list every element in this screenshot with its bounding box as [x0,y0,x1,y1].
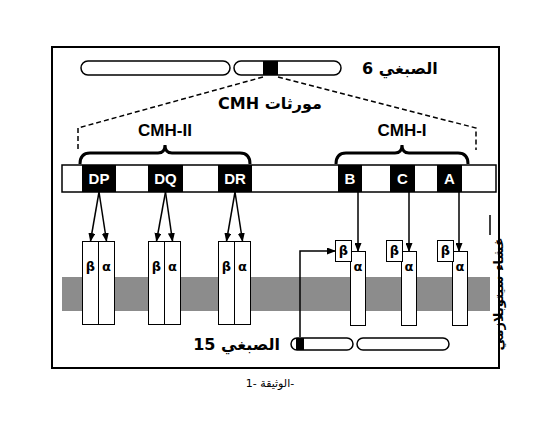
arrow-connector [91,192,100,241]
chain-letter: α [99,260,114,274]
gene-name: B [345,170,356,187]
gene-box: DQ [148,165,183,192]
protein-chain: β [148,241,165,325]
arrow-connector [458,192,460,251]
structure-label: الصبغي 6 [362,59,438,78]
gene-name: C [397,170,408,187]
arrow-connector [235,192,243,241]
chromosome-band [296,338,304,350]
gene-class-label: CMH-I [377,121,426,141]
chromosome-arm [81,61,230,75]
protein-chain: α [234,241,251,325]
chromosome-shape [290,337,450,351]
chain-letter: β [83,260,98,274]
structure-label: غشاء سيتوبلازمي [491,237,506,350]
chain-letter: β [149,260,164,274]
arrow-connector [157,192,166,241]
structure-label: الصبغي 15 [193,335,280,354]
arrow-connector [227,192,236,241]
chromosome: الصبغي 6 [80,60,342,76]
chain-letter: α [235,260,250,274]
protein-chain: α [164,241,181,325]
chromosome-band [263,61,278,75]
alpha-chain: α [350,251,366,326]
curly-brace [336,145,468,164]
gene-class-label: CMH-II [138,121,192,141]
dashed-leader [78,77,263,150]
chain-letter: α [402,260,416,274]
caption: الوثيقة -1- [246,377,294,390]
gene-box: B [338,165,362,192]
gene-strip [62,165,496,192]
arrow-connector [166,192,173,241]
chain-letter: β [339,244,348,258]
arrow-connector [408,192,410,251]
leader-line [489,215,491,235]
gene-name: DR [224,170,246,187]
alpha-chain: α [452,251,468,326]
arrow-connector [357,192,359,251]
chromosome-arm [234,61,341,75]
dashed-leader [278,77,476,150]
chromosome-arm [357,338,449,350]
frame [52,47,499,368]
gene-box: A [437,165,462,192]
gene-group-title: مورثات CMH [218,94,322,113]
chain-letter: α [453,260,467,274]
arrow-connector [300,251,335,337]
gene-name: A [444,170,455,187]
protein-chain: β [218,241,235,325]
chain-letter: β [390,244,399,258]
gene-box: C [390,165,415,192]
cell-membrane: غشاء سيتوبلازمي [62,277,490,311]
chain-letter: β [219,260,234,274]
alpha-chain: α [401,251,417,326]
gene-box: DP [82,165,116,192]
chromosome-shape [80,60,342,76]
gene-name: DP [89,170,110,187]
curly-brace [80,145,250,164]
chain-letter: α [165,260,180,274]
chromosome: الصبغي 15 [290,337,450,351]
beta-chain: β [335,240,352,262]
chain-letter: β [441,244,450,258]
chain-letter: α [351,260,365,274]
protein-chain: α [98,241,115,325]
beta-chain: β [437,240,454,262]
gene-box: DR [218,165,252,192]
protein-chain: β [82,241,99,325]
arrow-connector [99,192,107,241]
gene-name: DQ [154,170,177,187]
beta-chain: β [386,240,403,262]
chromosome-arm [291,338,353,350]
